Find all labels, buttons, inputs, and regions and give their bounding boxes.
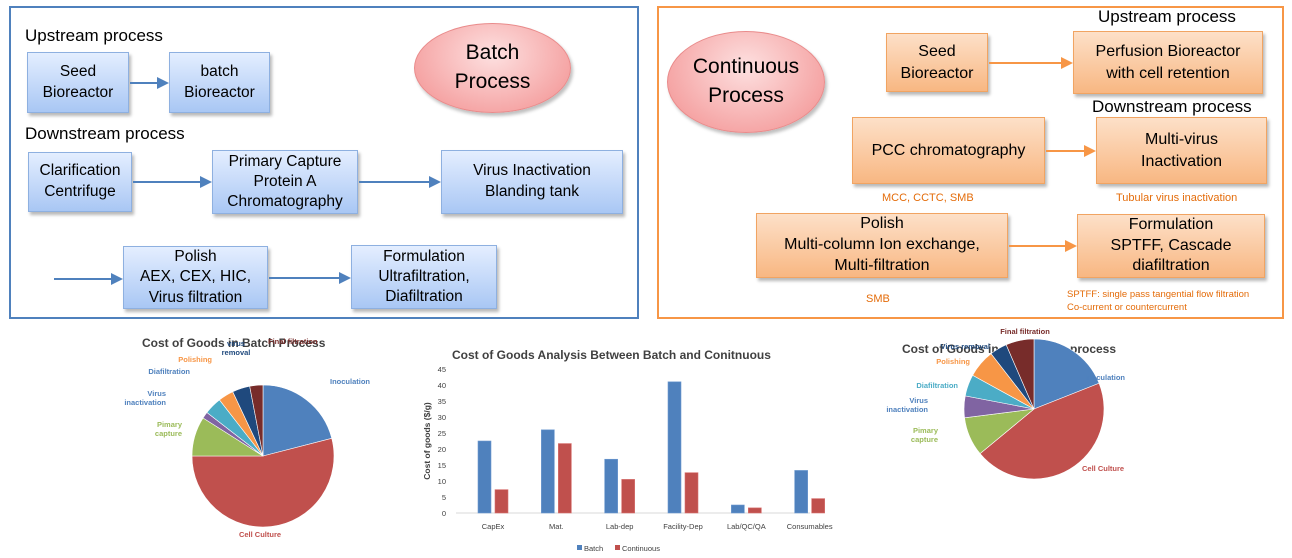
box-label: Virus Inactivation Blanding tank <box>473 162 591 200</box>
batch-pie-label-diafiltration: Diafiltration <box>148 367 190 376</box>
continuous-process-title-ellipse: Continuous Process <box>667 31 825 133</box>
formulation-note-2: Co-current or countercurrent <box>1067 302 1187 313</box>
batch-process-title-ellipse: Batch Process <box>414 23 571 113</box>
batch-pie-label-final-filtration: Final filtration <box>268 337 318 346</box>
x-tick-label-facility-dep: Facility-Dep <box>663 522 703 531</box>
bar-continuous-consumables <box>811 498 825 514</box>
bar-continuous-capex <box>494 489 509 514</box>
bar-continuous-lab-dep <box>621 479 635 514</box>
continuous-polish-box: Polish Multi-column Ion exchange, Multi-… <box>756 213 1008 278</box>
bar-batch-consumables <box>794 470 808 514</box>
box-label: batch Bioreactor <box>184 62 255 101</box>
batch-primary-capture-box: Primary Capture Protein A Chromatography <box>212 150 358 214</box>
y-tick-label: 5 <box>442 493 446 502</box>
formulation-note-1: SPTFF: single pass tangential flow filtr… <box>1067 289 1250 300</box>
cont-pie-slice-final-filtration <box>1005 338 1035 410</box>
bar-chart-title: Cost of Goods Analysis Between Batch and… <box>452 348 771 362</box>
bar-continuous-mat <box>558 443 572 514</box>
x-tick-label-lab-qc-qa: Lab/QC/QA <box>727 522 766 531</box>
box-label: Perfusion Bioreactor with cell retention <box>1095 42 1241 82</box>
continuous-pcc-chromatography-box: PCC chromatography <box>852 117 1045 184</box>
box-label: Polish Multi-column Ion exchange, Multi-… <box>784 215 980 274</box>
batch-pie-label-polishing: Polishing <box>178 355 212 364</box>
bar-continuous-lab-qc-qa <box>748 507 762 514</box>
x-tick-label-consumables: Consumables <box>787 522 833 531</box>
batch-pie-label-inoculation: Inoculation <box>330 377 370 386</box>
box-label: Clarification Centrifuge <box>39 162 121 200</box>
x-tick-label-lab-dep: Lab-dep <box>606 522 634 531</box>
batch-pie-slice-final-filtration <box>249 384 264 457</box>
batch-pie-title: Cost of Goods in Batch Process <box>142 336 326 350</box>
bar-batch-lab-dep <box>604 458 618 514</box>
bar-batch-capex <box>477 440 492 514</box>
bar-continuous-facility-dep <box>684 472 699 514</box>
batch-formulation-box: Formulation Ultrafiltration, Diafiltrati… <box>351 245 497 309</box>
y-tick-label: 45 <box>438 365 446 374</box>
box-label: PCC chromatography <box>871 141 1026 159</box>
cont-pie-label-polishing: Polishing <box>936 357 970 366</box>
cont-pie-label-cell-culture: Cell Culture <box>1082 464 1124 473</box>
legend-label-batch: Batch <box>584 544 603 553</box>
continuous-downstream-heading: Downstream process <box>1092 97 1252 116</box>
y-tick-label: 35 <box>438 397 446 406</box>
y-tick-label: 0 <box>442 509 446 518</box>
box-label: Primary Capture Protein A Chromatography <box>227 152 343 211</box>
box-label: Seed Bioreactor <box>900 42 974 82</box>
batch-bioreactor-box: batch Bioreactor <box>169 52 270 113</box>
continuous-perfusion-bioreactor-box: Perfusion Bioreactor with cell retention <box>1073 31 1263 94</box>
legend-swatch-continuous <box>615 545 620 550</box>
continuous-seed-bioreactor-box: Seed Bioreactor <box>886 33 988 92</box>
y-tick-label: 25 <box>438 429 446 438</box>
bar-batch-facility-dep <box>667 381 682 514</box>
virus-inactivation-note: Tubular virus inactivation <box>1116 192 1238 204</box>
legend-label-continuous: Continuous <box>622 544 660 553</box>
y-tick-label: 10 <box>438 477 446 486</box>
batch-seed-bioreactor-box: Seed Bioreactor <box>27 52 129 113</box>
continuous-multi-virus-inactivation-box: Multi-virus Inactivation <box>1096 117 1267 184</box>
batch-polish-box: Polish AEX, CEX, HIC, Virus filtration <box>123 246 268 309</box>
box-label: Formulation SPTFF, Cascade diafiltration <box>1110 215 1232 275</box>
batch-clarification-box: Clarification Centrifuge <box>28 152 132 212</box>
bar-batch-lab-qc-qa <box>731 504 745 514</box>
box-label: Polish AEX, CEX, HIC, Virus filtration <box>139 248 252 306</box>
cont-pie-label-final-filtration: Final filtration <box>1000 327 1050 336</box>
y-tick-label: 40 <box>438 381 446 390</box>
batch-downstream-heading: Downstream process <box>25 124 185 143</box>
continuous-process-panel <box>657 6 1284 319</box>
y-axis-title: Cost of goods ($/g) <box>422 402 432 480</box>
continuous-upstream-heading: Upstream process <box>1098 7 1236 26</box>
box-label: Multi-virus Inactivation <box>1141 130 1222 170</box>
cont-pie-slice-cell-culture <box>979 382 1105 480</box>
box-label: Formulation Ultrafiltration, Diafiltrati… <box>378 247 470 306</box>
x-tick-label-mat: Mat. <box>549 522 564 531</box>
batch-pie-slice-inoculation <box>262 384 333 457</box>
cont-pie-label-inoculation: Inoculation <box>1085 373 1125 382</box>
batch-upstream-heading: Upstream process <box>25 26 163 45</box>
legend-swatch-batch <box>577 545 582 550</box>
batch-process-panel <box>9 6 639 319</box>
cont-pie-label-diafiltration: Diafiltration <box>916 381 958 390</box>
continuous-formulation-box: Formulation SPTFF, Cascade diafiltration <box>1077 214 1265 278</box>
bar-batch-mat <box>541 429 555 514</box>
cont-pie-slice-inoculation <box>1033 338 1100 410</box>
batch-pie-slice-cell-culture <box>191 437 335 528</box>
batch-virus-inactivation-box: Virus Inactivation Blanding tank <box>441 150 623 214</box>
y-tick-label: 15 <box>438 461 446 470</box>
y-tick-label: 20 <box>438 445 446 454</box>
pcc-note: MCC, CCTC, SMB <box>882 192 974 204</box>
y-tick-label: 30 <box>438 413 446 422</box>
x-tick-label-capex: CapEx <box>482 522 505 531</box>
cont-pie-label-virus-removal: Virus removal <box>941 342 990 351</box>
polish-note: SMB <box>866 293 890 305</box>
box-label: Seed Bioreactor <box>42 62 114 101</box>
batch-pie-label-cell-culture: Cell Culture <box>239 530 281 539</box>
